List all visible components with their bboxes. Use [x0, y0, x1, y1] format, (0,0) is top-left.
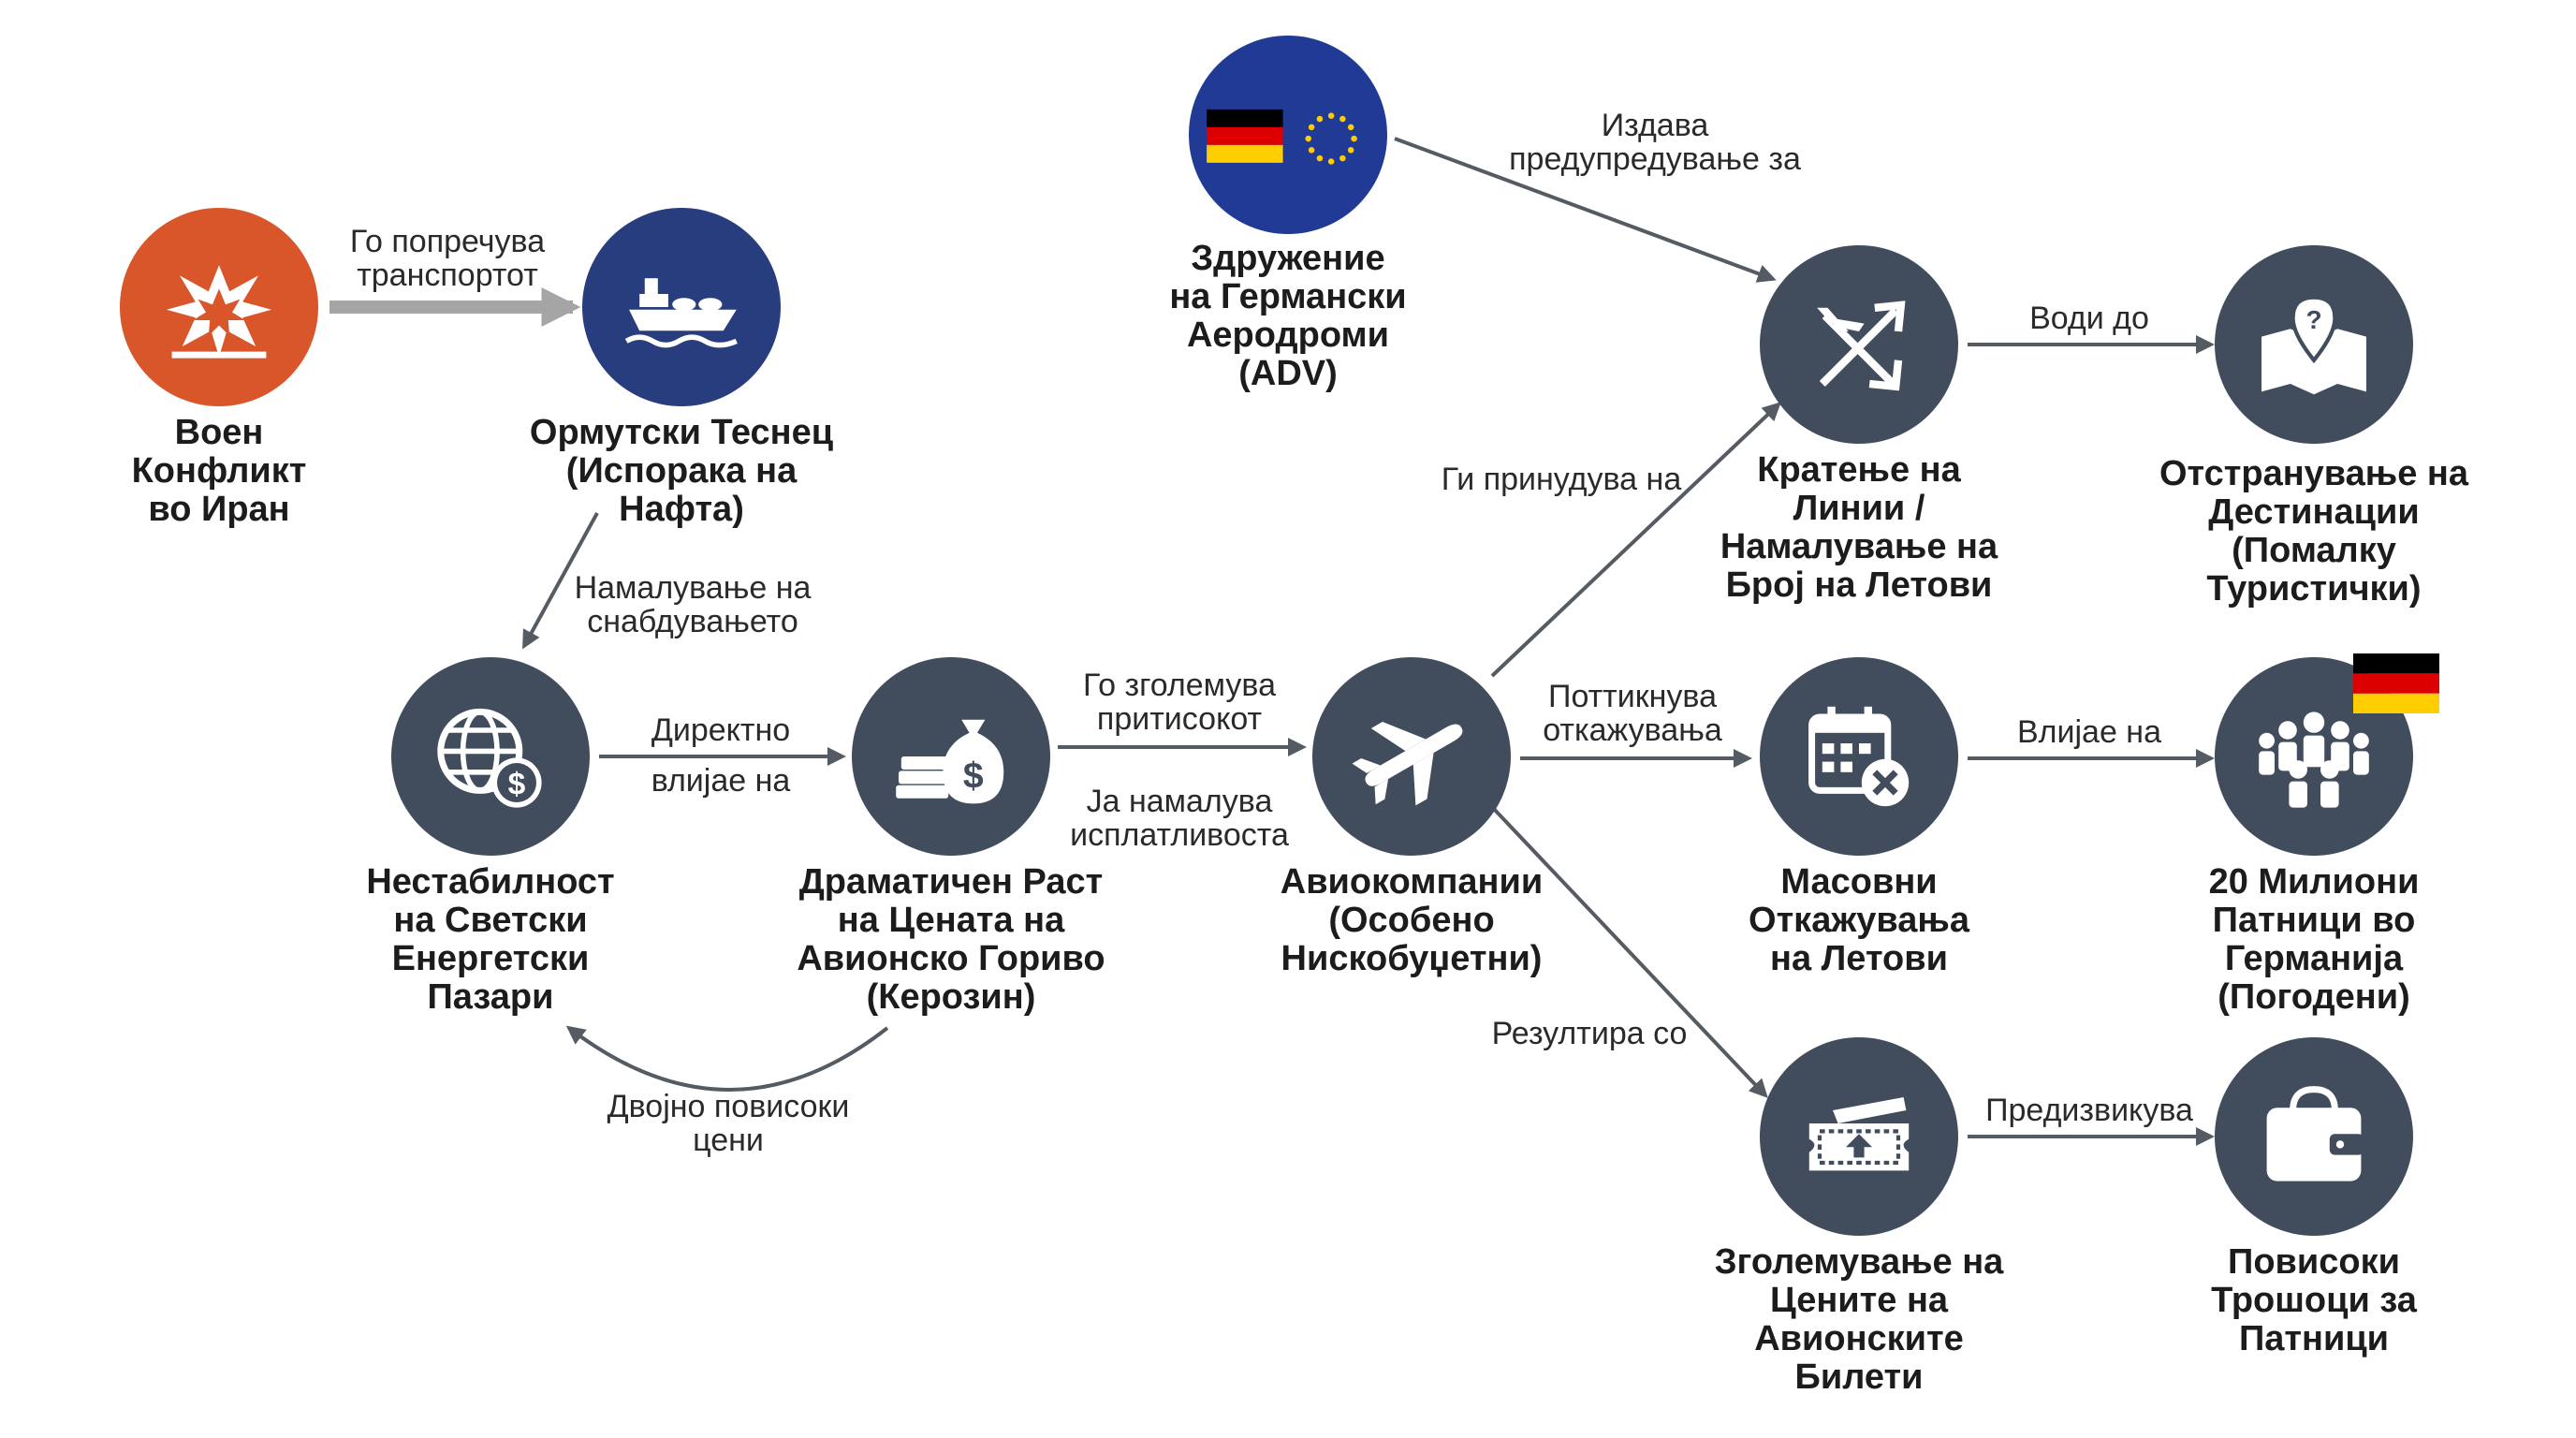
node-airlines [1312, 657, 1511, 856]
edge-label-crosses: Го попречува транспортот [349, 224, 546, 293]
edge-label-direct-bottom: влијае на [651, 763, 791, 799]
edge-label-causes: Предизвикува [1985, 1093, 2193, 1128]
svg-text:$: $ [963, 756, 984, 797]
ticket-icon [1808, 1097, 1910, 1171]
route-cut-icon [1817, 301, 1906, 391]
edge-label-profit: Ја намалува исплатливоста [1070, 784, 1289, 853]
node-markets: $ [391, 657, 590, 856]
edge-label-forces: Ги принудува на [1441, 462, 1682, 497]
wallet-icon [2266, 1086, 2364, 1181]
explosion-icon [167, 265, 271, 359]
people-group-icon [2259, 712, 2369, 808]
label-markets: Нестабилност на Светски Енергетски Пазар… [366, 862, 615, 1017]
node-routes [1760, 245, 1958, 444]
node-adv [1189, 36, 1387, 234]
node-tickets [1760, 1037, 1958, 1236]
edge-label-affects: Влијае на [2016, 714, 2161, 750]
arrow-adv-to-routes [1394, 137, 1777, 283]
label-conflict: Воен Конфликт во Иран [131, 413, 307, 529]
map-pin-icon: ? [2261, 295, 2366, 395]
label-passengers: 20 Милиони Патници во Германија (Погоден… [2208, 862, 2420, 1017]
label-cancellations: Масовни Откажувања на Летови [1749, 862, 1969, 978]
label-routes: Кратење на Линии / Намалување на Број на… [1720, 450, 1998, 605]
globe-dollar-icon: $ [437, 708, 542, 808]
money-bag-icon: $ [896, 719, 1004, 804]
svg-text:?: ? [2305, 305, 2321, 334]
label-tickets: Зголемување на Цените на Авионските Биле… [1714, 1242, 2004, 1397]
edge-label-warning: Издава предупредување за [1509, 108, 1801, 177]
label-fuel: Драматичен Раст на Цената на Авионско Го… [797, 862, 1105, 1017]
node-fuel: $ [852, 657, 1050, 856]
node-conflict [120, 208, 318, 406]
edge-label-triggers: Поттикнува откажувања [1543, 679, 1722, 748]
node-cancellations [1760, 657, 1958, 856]
label-costs: Повисоки Трошоци за Патници [2211, 1242, 2417, 1358]
svg-text:$: $ [508, 768, 526, 802]
arrow-hormuz-to-markets [522, 512, 599, 650]
edge-label-double: Двојно повисоки цени [607, 1089, 850, 1158]
label-destinations: Отстранување на Дестинации (Помалку Тури… [2159, 454, 2469, 609]
arrow-airlines-to-tickets [1490, 805, 1768, 1098]
arrow-fuel-to-markets-curved [565, 1025, 889, 1092]
airplane-icon [1352, 721, 1463, 806]
germany-eu-flags-icon [1207, 109, 1357, 165]
edge-label-pressure: Го зголемува притисокот [1083, 668, 1276, 737]
edge-label-leads: Води до [2029, 301, 2149, 336]
node-costs [2215, 1037, 2413, 1236]
edge-label-results: Резултира со [1491, 1016, 1688, 1051]
calendar-cancel-icon [1808, 706, 1910, 807]
tanker-ship-icon [624, 278, 738, 348]
edge-label-supply: Намалување на снабдувањето [574, 570, 812, 639]
node-hormuz [582, 208, 781, 406]
edge-label-direct-top: Директно [651, 712, 791, 748]
label-adv: Здружение на Германски Аеродроми (ADV) [1169, 239, 1407, 393]
arrow-airlines-to-routes [1490, 402, 1781, 678]
germany-flag-icon [2353, 653, 2439, 713]
label-hormuz: Ормутски Теснец (Испорака на Нафта) [529, 413, 834, 529]
label-airlines: Авиокомпании (Особено Нискобуџетни) [1280, 862, 1544, 978]
node-destinations: ? [2215, 245, 2413, 444]
